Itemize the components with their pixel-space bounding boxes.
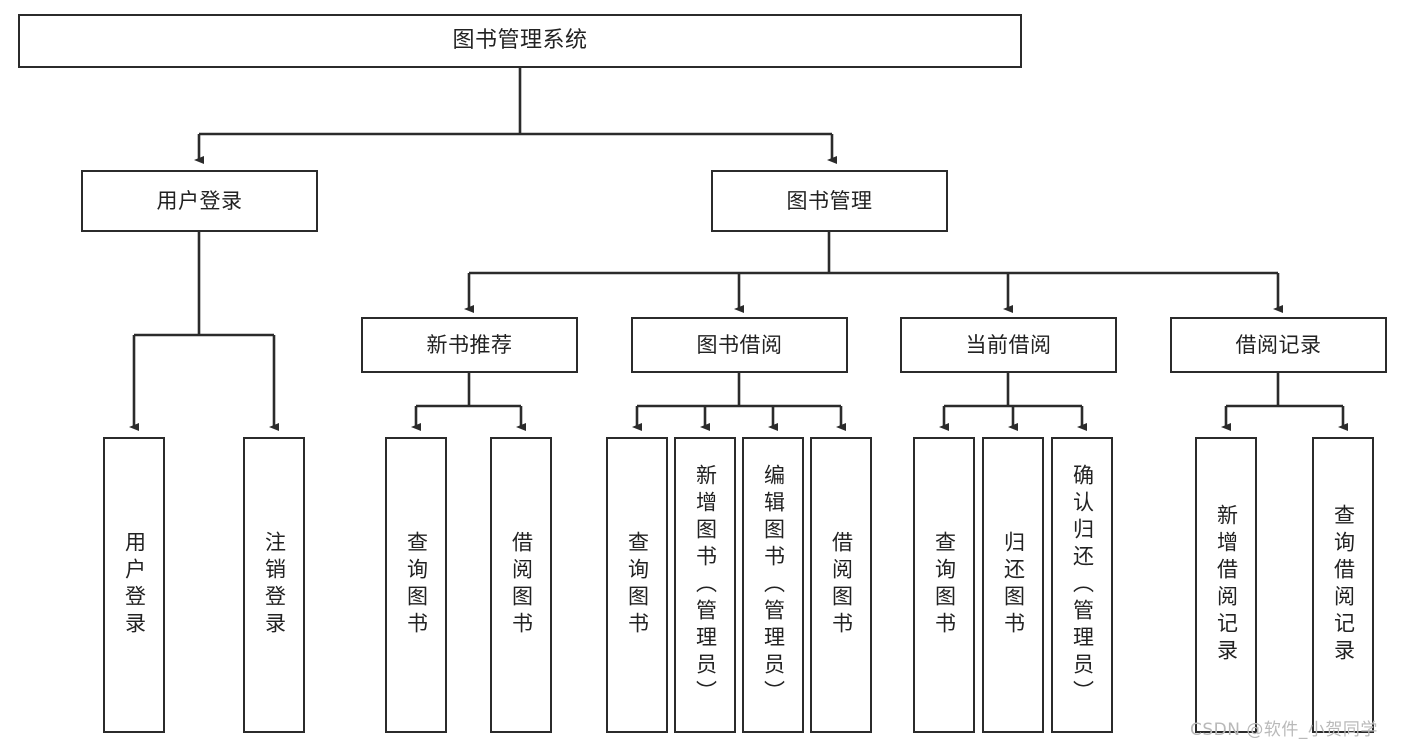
node-root[interactable]: 图书管理系统 bbox=[18, 14, 1022, 68]
node-leaf-query-book-3[interactable]: 查询图书 bbox=[913, 437, 975, 733]
node-leaf-user-login[interactable]: 用户登录 bbox=[103, 437, 165, 733]
node-book-manage-label: 图书管理 bbox=[786, 188, 873, 213]
node-leaf-edit-book-label: 编辑图书（管理员） bbox=[761, 463, 786, 707]
node-leaf-logout-label: 注销登录 bbox=[262, 531, 287, 639]
node-user-login[interactable]: 用户登录 bbox=[81, 170, 318, 232]
node-leaf-query-record[interactable]: 查询借阅记录 bbox=[1312, 437, 1374, 733]
node-new-book-rec[interactable]: 新书推荐 bbox=[361, 317, 578, 373]
node-leaf-borrow-book-1-label: 借阅图书 bbox=[509, 531, 534, 639]
node-leaf-logout[interactable]: 注销登录 bbox=[243, 437, 305, 733]
node-borrow-record[interactable]: 借阅记录 bbox=[1170, 317, 1387, 373]
node-leaf-add-book-label: 新增图书（管理员） bbox=[693, 463, 718, 707]
node-current-borrow[interactable]: 当前借阅 bbox=[900, 317, 1117, 373]
node-leaf-borrow-book-2-label: 借阅图书 bbox=[829, 531, 854, 639]
node-user-login-label: 用户登录 bbox=[156, 188, 243, 213]
node-leaf-return-book[interactable]: 归还图书 bbox=[982, 437, 1044, 733]
node-leaf-query-book-1[interactable]: 查询图书 bbox=[385, 437, 447, 733]
node-leaf-confirm-return-label: 确认归还（管理员） bbox=[1070, 463, 1095, 707]
node-book-borrow-label: 图书借阅 bbox=[696, 332, 783, 357]
node-leaf-add-record[interactable]: 新增借阅记录 bbox=[1195, 437, 1257, 733]
node-current-borrow-label: 当前借阅 bbox=[965, 332, 1052, 357]
node-book-manage[interactable]: 图书管理 bbox=[711, 170, 948, 232]
csdn-watermark: CSDN @软件_小贺同学 bbox=[1190, 720, 1378, 740]
node-leaf-query-book-2[interactable]: 查询图书 bbox=[606, 437, 668, 733]
node-leaf-confirm-return[interactable]: 确认归还（管理员） bbox=[1051, 437, 1113, 733]
node-leaf-query-record-label: 查询借阅记录 bbox=[1331, 504, 1356, 666]
node-book-borrow[interactable]: 图书借阅 bbox=[631, 317, 848, 373]
node-leaf-edit-book[interactable]: 编辑图书（管理员） bbox=[742, 437, 804, 733]
node-borrow-record-label: 借阅记录 bbox=[1235, 332, 1322, 357]
node-leaf-return-book-label: 归还图书 bbox=[1001, 531, 1026, 639]
node-leaf-query-book-3-label: 查询图书 bbox=[932, 531, 957, 639]
node-leaf-user-login-label: 用户登录 bbox=[122, 531, 147, 639]
node-leaf-add-record-label: 新增借阅记录 bbox=[1214, 504, 1239, 666]
node-leaf-query-book-2-label: 查询图书 bbox=[625, 531, 650, 639]
node-new-book-rec-label: 新书推荐 bbox=[426, 332, 513, 357]
node-root-label: 图书管理系统 bbox=[452, 28, 588, 54]
node-leaf-query-book-1-label: 查询图书 bbox=[404, 531, 429, 639]
node-leaf-add-book[interactable]: 新增图书（管理员） bbox=[674, 437, 736, 733]
node-leaf-borrow-book-2[interactable]: 借阅图书 bbox=[810, 437, 872, 733]
node-leaf-borrow-book-1[interactable]: 借阅图书 bbox=[490, 437, 552, 733]
